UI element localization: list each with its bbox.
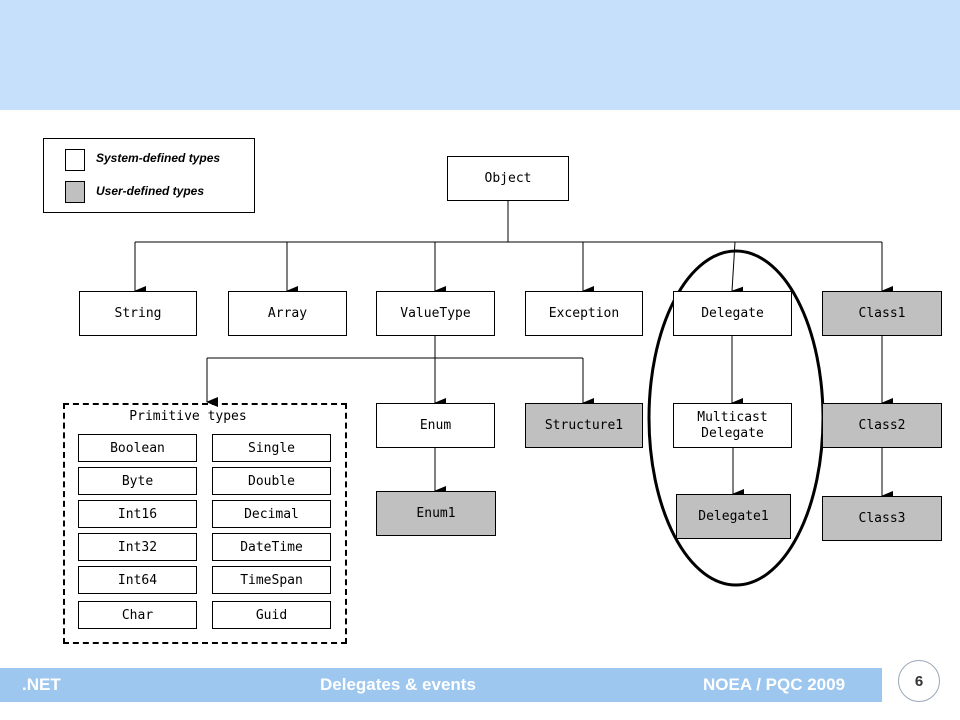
node-class2: Class2: [822, 403, 942, 448]
footer-bar: [0, 668, 882, 702]
node-delegate: Delegate: [673, 291, 792, 336]
primitive-int16: Int16: [78, 500, 197, 528]
node-delegate1: Delegate1: [676, 494, 791, 539]
header-band: [0, 0, 960, 110]
node-structure1: Structure1: [525, 403, 643, 448]
primitive-datetime: DateTime: [212, 533, 331, 561]
node-multicast-delegate: Multicast Delegate: [673, 403, 792, 448]
primitive-byte: Byte: [78, 467, 197, 495]
legend-swatch-system: [65, 149, 85, 171]
primitive-boolean: Boolean: [78, 434, 197, 462]
primitive-guid: Guid: [212, 601, 331, 629]
primitive-single: Single: [212, 434, 331, 462]
legend-swatch-user: [65, 181, 85, 203]
node-enum: Enum: [376, 403, 495, 448]
node-class1: Class1: [822, 291, 942, 336]
footer-author: NOEA / PQC 2009: [703, 675, 846, 694]
node-array: Array: [228, 291, 347, 336]
legend-label-system: System-defined types: [96, 151, 221, 165]
footer-course: .NET: [22, 675, 61, 694]
legend: System-defined types User-defined types: [43, 138, 255, 213]
legend-label-user: User-defined types: [96, 184, 205, 198]
primitive-double: Double: [212, 467, 331, 495]
primitive-types-title: Primitive types: [129, 409, 247, 424]
node-exception: Exception: [525, 291, 643, 336]
footer-topic: Delegates & events: [320, 675, 476, 694]
page-number: 6: [898, 660, 940, 702]
node-object: Object: [447, 156, 569, 201]
node-string: String: [79, 291, 197, 336]
primitive-timespan: TimeSpan: [212, 566, 331, 594]
primitive-int32: Int32: [78, 533, 197, 561]
node-enum1: Enum1: [376, 491, 496, 536]
node-valuetype: ValueType: [376, 291, 495, 336]
primitive-int64: Int64: [78, 566, 197, 594]
primitive-char: Char: [78, 601, 197, 629]
primitive-decimal: Decimal: [212, 500, 331, 528]
primitive-types-group: [63, 403, 347, 644]
arrow-to-delegate: [731, 241, 744, 297]
node-class3: Class3: [822, 496, 942, 541]
